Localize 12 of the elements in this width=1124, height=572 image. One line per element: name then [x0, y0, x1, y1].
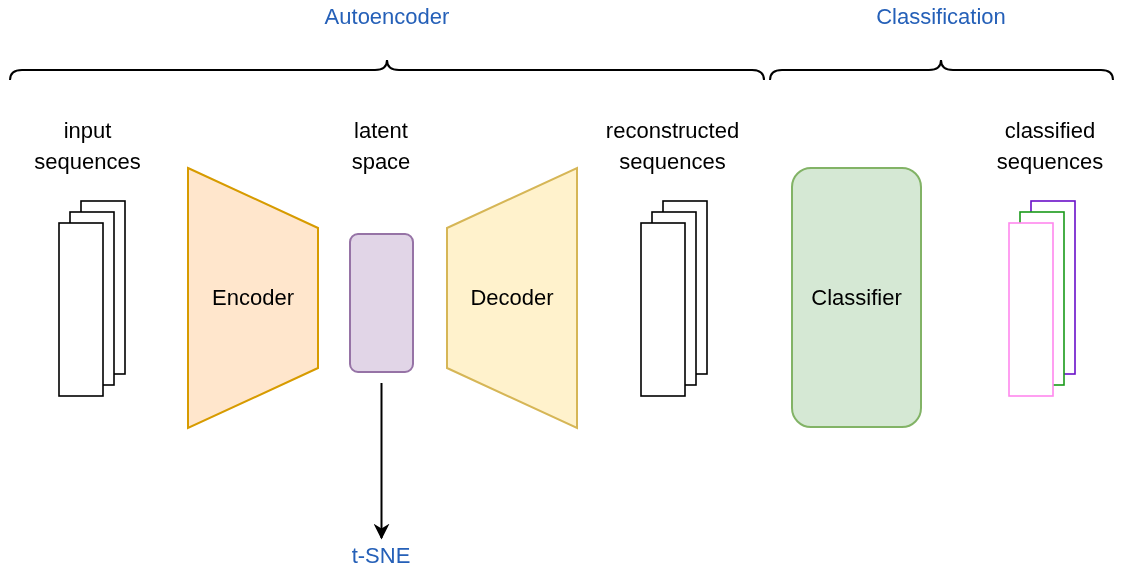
- section-title: Classification: [876, 4, 1006, 30]
- arrow: [373, 382, 390, 540]
- classifier-box: [791, 167, 922, 428]
- node-label: Classifier: [811, 284, 902, 311]
- section-title: Autoencoder: [324, 4, 450, 30]
- stack-heading: classified sequences: [995, 117, 1105, 176]
- output-label: t-SNE: [350, 542, 412, 570]
- node-label: Encoder: [212, 285, 294, 311]
- node-label: Decoder: [470, 285, 554, 311]
- stack-heading: input sequences: [33, 117, 142, 176]
- stack-heading: reconstructed sequences: [604, 117, 741, 176]
- box-heading: latent space: [350, 117, 412, 176]
